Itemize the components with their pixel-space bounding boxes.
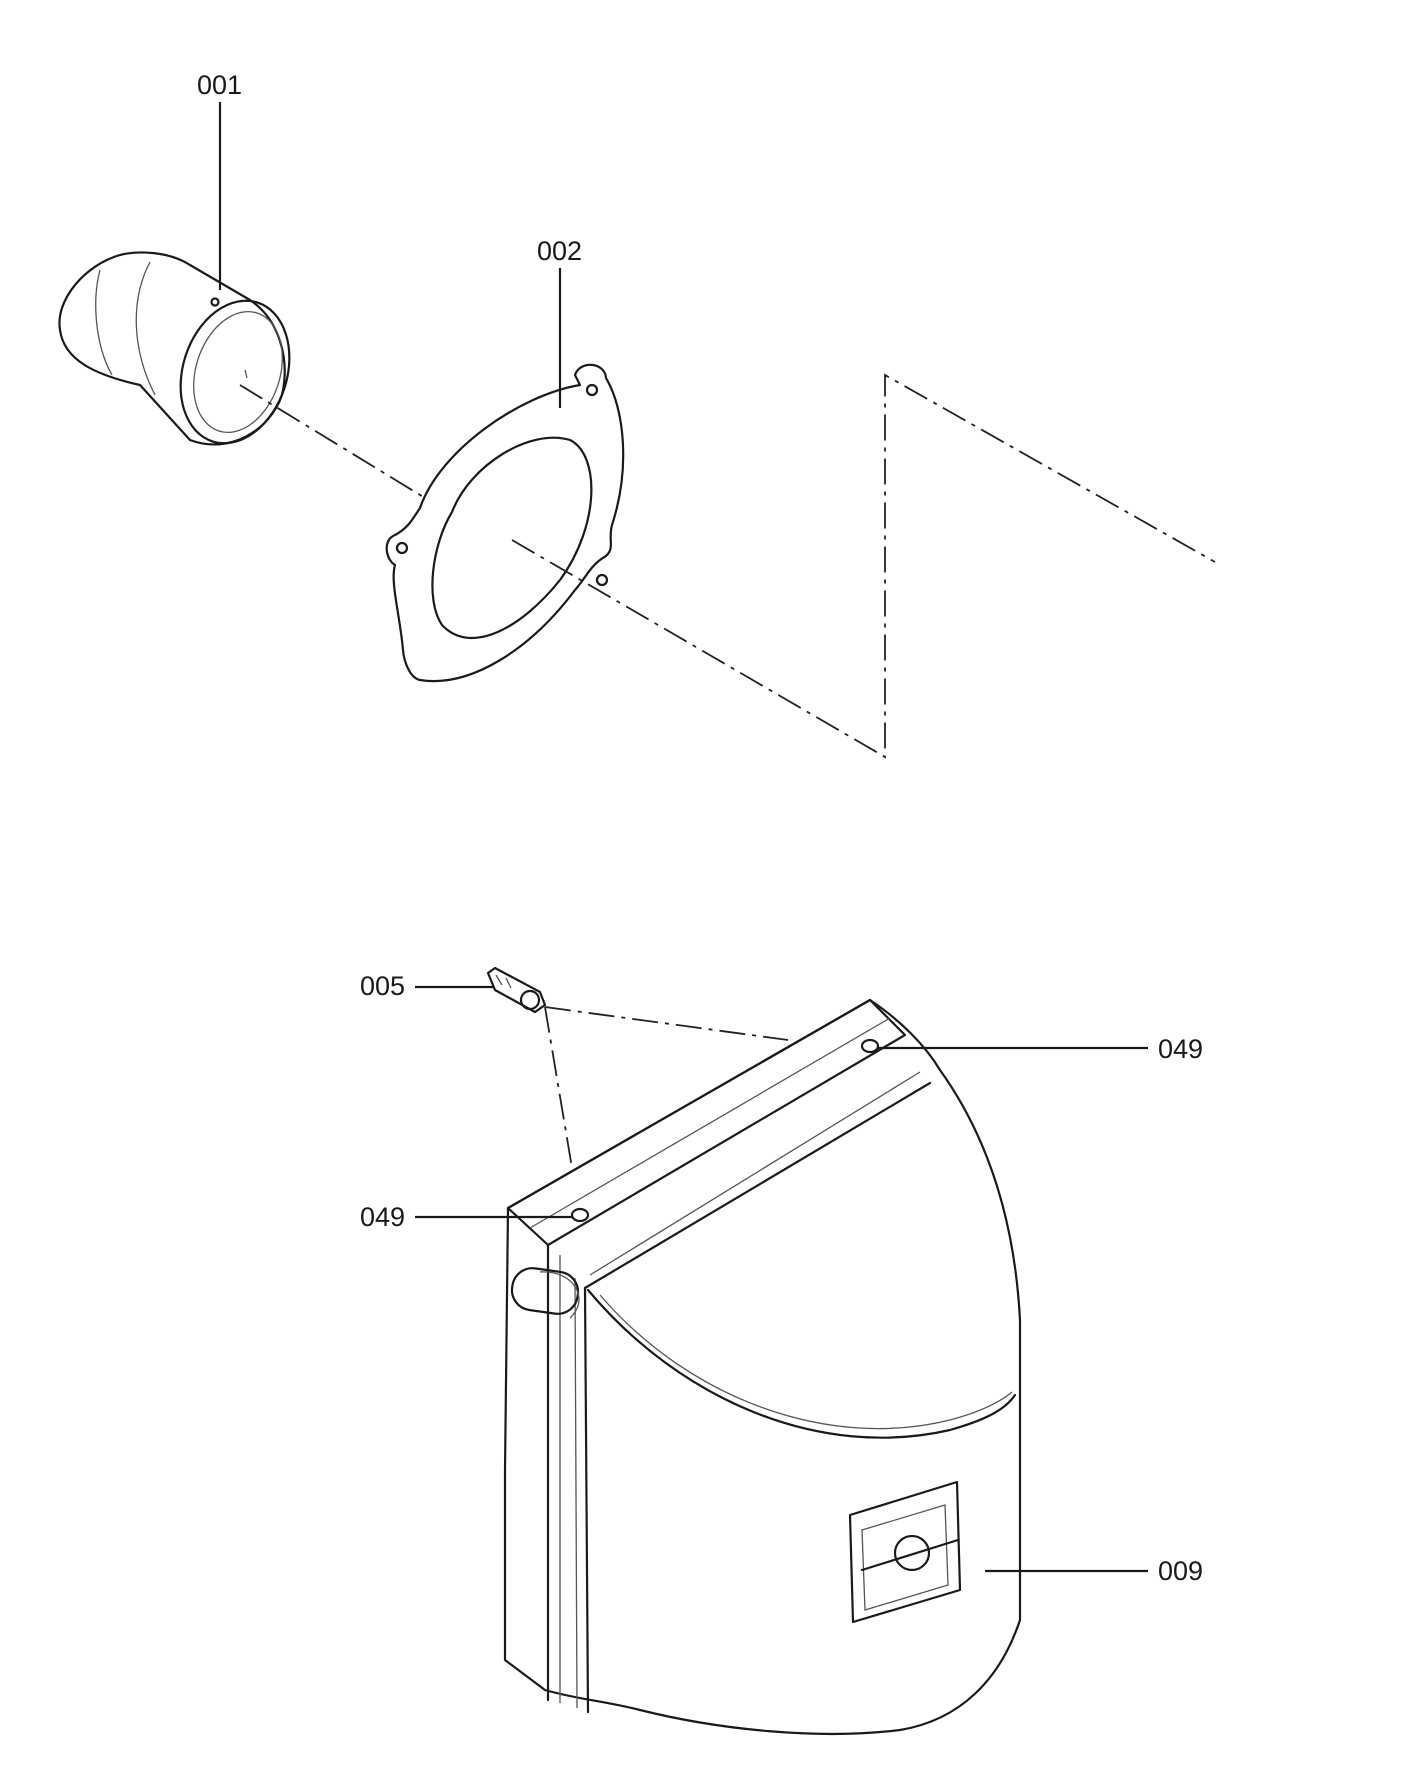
inspection-window-icon bbox=[848, 1480, 962, 1624]
burner-hood-icon bbox=[503, 998, 1022, 1735]
callout-002: 002 bbox=[537, 236, 582, 408]
callout-001: 001 bbox=[197, 70, 242, 290]
callout-label-049-left: 049 bbox=[360, 1202, 405, 1232]
flange-gasket-icon bbox=[385, 363, 625, 683]
callout-label-005: 005 bbox=[360, 971, 405, 1001]
callout-label-001: 001 bbox=[197, 70, 242, 100]
callout-005: 005 bbox=[360, 971, 493, 1001]
callout-009: 009 bbox=[985, 1556, 1203, 1586]
bottom-axis-line bbox=[544, 1006, 789, 1169]
callout-049-left: 049 bbox=[360, 1202, 572, 1232]
top-axis-line bbox=[239, 373, 1216, 759]
nozzle-sleeve-icon bbox=[58, 251, 291, 446]
screw-icon bbox=[486, 966, 547, 1014]
callout-label-009: 009 bbox=[1158, 1556, 1203, 1586]
callout-label-049-top: 049 bbox=[1158, 1034, 1203, 1064]
screw-hole-icon bbox=[570, 1038, 880, 1223]
callout-049-top: 049 bbox=[878, 1034, 1203, 1064]
callout-label-002: 002 bbox=[537, 236, 582, 266]
